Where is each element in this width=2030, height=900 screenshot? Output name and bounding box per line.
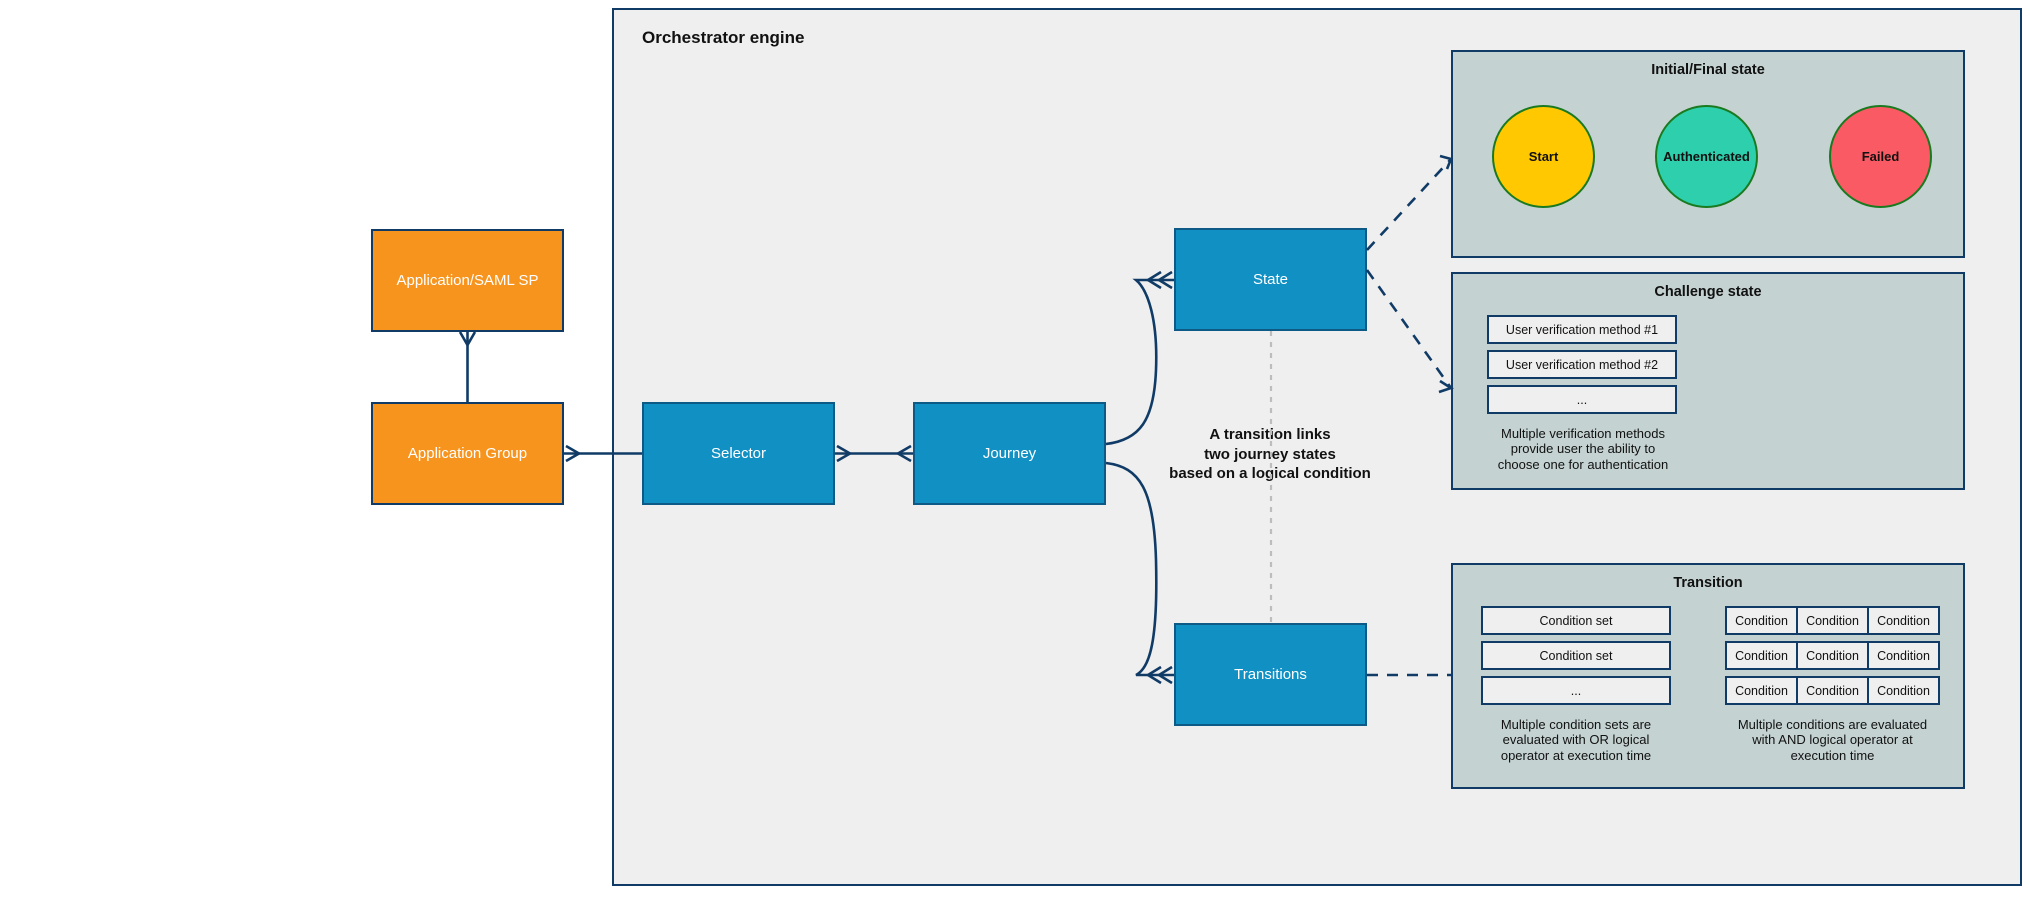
chip-condition-set-2[interactable]: Condition set xyxy=(1481,641,1671,670)
group-challenge-state-title: Challenge state xyxy=(1654,284,1762,300)
transition-left-note-line-1: Multiple condition sets are xyxy=(1500,717,1652,732)
node-selector-label: Selector xyxy=(710,445,767,462)
chip-user-verification-method-1[interactable]: User verification method #1 xyxy=(1487,315,1677,344)
node-application-saml-sp-label: Application/SAML SP xyxy=(396,272,539,289)
transition-explanation-line-1: A transition links xyxy=(1209,426,1331,443)
chip-condition-r3-c2[interactable]: Condition xyxy=(1796,676,1869,705)
circle-start[interactable]: Start xyxy=(1492,105,1595,208)
transition-left-note: Multiple condition sets are evaluated wi… xyxy=(1466,717,1686,763)
circle-failed[interactable]: Failed xyxy=(1829,105,1932,208)
chip-condition-r1-c3-label: Condition xyxy=(1877,613,1930,628)
challenge-state-note-line-1: Multiple verification methods xyxy=(1500,426,1666,441)
node-state-label: State xyxy=(1252,271,1289,288)
node-journey[interactable]: Journey xyxy=(913,402,1106,505)
chip-condition-r2-c3[interactable]: Condition xyxy=(1867,641,1940,670)
chip-user-verification-method-2[interactable]: User verification method #2 xyxy=(1487,350,1677,379)
chip-condition-r3-c3-label: Condition xyxy=(1877,683,1930,698)
chip-condition-r2-c1-label: Condition xyxy=(1735,648,1788,663)
chip-user-verification-method-more-label: ... xyxy=(1576,392,1588,407)
transition-explanation-note: A transition links two journey states ba… xyxy=(1100,425,1440,484)
chip-condition-r2-c2-label: Condition xyxy=(1806,648,1859,663)
circle-start-label: Start xyxy=(1528,149,1559,164)
chip-user-verification-method-1-label: User verification method #1 xyxy=(1505,322,1659,337)
chip-condition-r1-c3[interactable]: Condition xyxy=(1867,606,1940,635)
transition-right-note-line-2: with AND logical operator at xyxy=(1752,732,1913,748)
transition-explanation-line-3: based on a logical condition xyxy=(1169,465,1371,482)
challenge-state-note: Multiple verification methods provide us… xyxy=(1468,426,1698,472)
group-initial-final-state-title: Initial/Final state xyxy=(1651,62,1765,78)
chip-condition-r3-c1[interactable]: Condition xyxy=(1725,676,1798,705)
node-application-group-label: Application Group xyxy=(407,445,528,462)
node-application-saml-sp[interactable]: Application/SAML SP xyxy=(371,229,564,332)
node-application-group[interactable]: Application Group xyxy=(371,402,564,505)
challenge-state-note-line-3: choose one for authentication xyxy=(1497,456,1669,472)
edge-samlsp-to-appgroup xyxy=(458,331,477,402)
transition-right-note-line-1: Multiple conditions are evaluated xyxy=(1737,717,1928,732)
chip-condition-set-1[interactable]: Condition set xyxy=(1481,606,1671,635)
chip-user-verification-method-2-label: User verification method #2 xyxy=(1505,357,1659,372)
chip-condition-r2-c3-label: Condition xyxy=(1877,648,1930,663)
transition-left-note-line-2: evaluated with OR logical xyxy=(1502,732,1650,748)
chip-condition-set-more-label: ... xyxy=(1570,683,1582,698)
chip-condition-set-1-label: Condition set xyxy=(1539,613,1613,628)
chip-condition-r3-c2-label: Condition xyxy=(1806,683,1859,698)
group-challenge-state: Challenge state xyxy=(1451,272,1965,490)
circle-authenticated-label: Authenticated xyxy=(1663,149,1750,164)
chip-condition-set-more[interactable]: ... xyxy=(1481,676,1671,705)
circle-failed-label: Failed xyxy=(1861,149,1900,164)
chip-condition-r3-c1-label: Condition xyxy=(1735,683,1788,698)
chip-user-verification-method-more[interactable]: ... xyxy=(1487,385,1677,414)
node-journey-label: Journey xyxy=(982,445,1037,462)
node-selector[interactable]: Selector xyxy=(642,402,835,505)
node-state[interactable]: State xyxy=(1174,228,1367,331)
group-transition-title: Transition xyxy=(1673,575,1743,591)
chip-condition-r1-c1[interactable]: Condition xyxy=(1725,606,1798,635)
chip-condition-r2-c1[interactable]: Condition xyxy=(1725,641,1798,670)
transition-right-note-line-3: execution time xyxy=(1790,747,1875,763)
node-transitions-label: Transitions xyxy=(1234,666,1307,683)
orchestrator-engine-title: Orchestrator engine xyxy=(642,28,805,47)
chip-condition-set-2-label: Condition set xyxy=(1539,648,1613,663)
challenge-state-note-line-2: provide user the ability to xyxy=(1510,441,1656,457)
node-transitions[interactable]: Transitions xyxy=(1174,623,1367,726)
chip-condition-r2-c2[interactable]: Condition xyxy=(1796,641,1869,670)
chip-condition-r1-c1-label: Condition xyxy=(1735,613,1788,628)
chip-condition-r3-c3[interactable]: Condition xyxy=(1867,676,1940,705)
chip-condition-r1-c2[interactable]: Condition xyxy=(1796,606,1869,635)
chip-condition-r1-c2-label: Condition xyxy=(1806,613,1859,628)
circle-authenticated[interactable]: Authenticated xyxy=(1655,105,1758,208)
transition-left-note-line-3: operator at execution time xyxy=(1500,747,1652,763)
transition-explanation-line-2: two journey states xyxy=(1204,445,1336,463)
transition-right-note: Multiple conditions are evaluated with A… xyxy=(1700,717,1965,763)
